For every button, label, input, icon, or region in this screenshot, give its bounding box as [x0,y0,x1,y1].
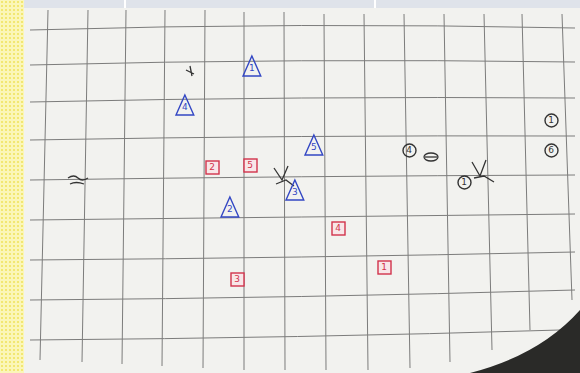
marker-number: 5 [304,143,324,152]
triangle-marker: 4 [175,94,195,116]
triangle-marker-shape [305,135,323,155]
square-marker: 1 [377,260,392,275]
marker-number: 1 [377,263,392,272]
marker-number: 4 [175,103,195,112]
triangle-marker-shape [221,197,239,217]
square-marker-shape [244,159,257,172]
page-curl [470,310,580,373]
triangle-marker: 5 [304,134,324,156]
marker-number: 6 [544,146,559,155]
circle-marker-shape [545,114,558,127]
circle-marker-shape [545,144,558,157]
circle-marker: 6 [544,143,559,158]
circle-marker: 1 [457,175,472,190]
circle-marker: 4 [402,143,417,158]
marker-number: 1 [457,178,472,187]
marker-number: 2 [205,163,220,172]
marker-number: 4 [331,224,346,233]
circle-marker-shape [403,144,416,157]
triangle-marker: 2 [220,196,240,218]
square-marker: 5 [243,158,258,173]
marker-number: 5 [243,161,258,170]
square-marker: 4 [331,221,346,236]
marker-number: 1 [242,64,262,73]
marker-number: 4 [402,146,417,155]
margin-strip [0,0,24,373]
square-marker-shape [332,222,345,235]
square-marker-shape [231,273,244,286]
marker-number: 3 [230,275,245,284]
marker-number: 1 [544,116,559,125]
pencil-marks [68,66,494,186]
square-marker-shape [378,261,391,274]
marker-number: 3 [285,188,305,197]
grid-lines [30,10,575,370]
marker-number: 2 [220,205,240,214]
triangle-marker: 1 [242,55,262,77]
circle-marker: 1 [544,113,559,128]
circle-marker-shape [458,176,471,189]
square-marker: 2 [205,160,220,175]
square-marker-shape [206,161,219,174]
triangle-marker-shape [243,56,261,76]
triangle-marker: 3 [285,179,305,201]
square-marker: 3 [230,272,245,287]
triangle-marker-shape [286,180,304,200]
triangle-marker-shape [176,95,194,115]
